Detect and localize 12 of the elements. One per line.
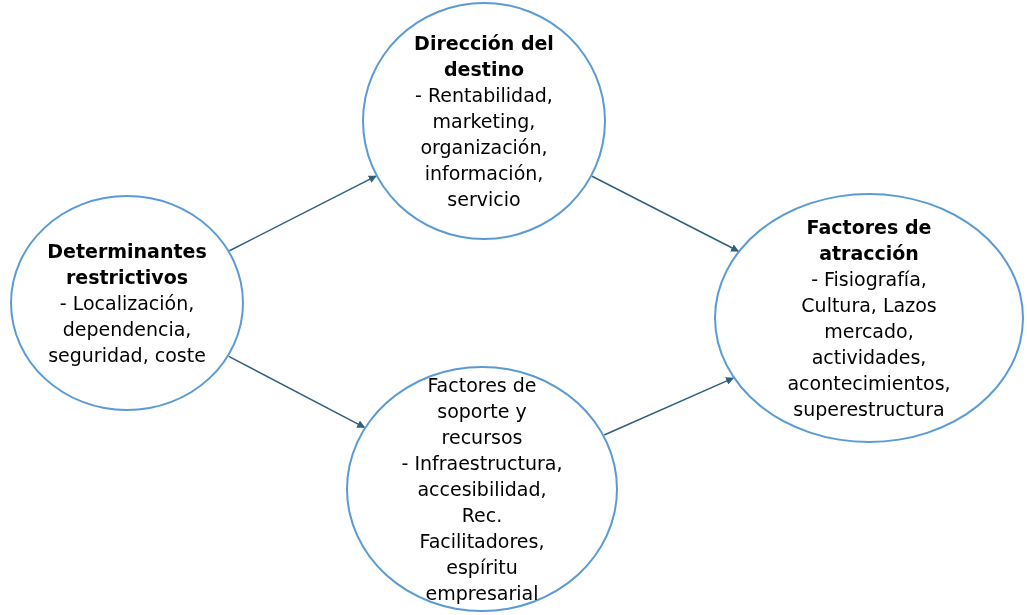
node-text: - Localización, dependencia, seguridad, coste — [47, 291, 207, 368]
node-heading: Dirección del destino — [413, 31, 555, 82]
arrow — [228, 175, 377, 252]
arrow — [228, 355, 366, 429]
node-heading: Factores de atracción — [805, 215, 933, 266]
node-heading: Determinantes restrictivos — [46, 239, 208, 290]
node-text: - Infraestructura, accesibilidad, Rec. Facilitadores, espíritu empresarial — [400, 451, 564, 606]
node-text: - Fisiografía, Cultura, Lazos mercado, actividades, acontecimientos, superestructura — [786, 267, 952, 422]
node-text: - Rentabilidad, marketing, organización, información, servicio — [414, 83, 554, 212]
arrow — [591, 175, 739, 252]
arrow — [603, 377, 734, 436]
node-heading: Factores de soporte y recursos — [426, 373, 538, 450]
